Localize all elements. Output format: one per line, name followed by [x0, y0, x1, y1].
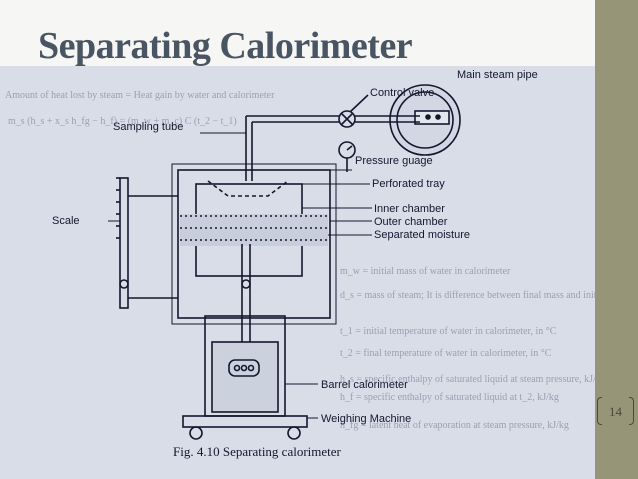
page-number: 14 [609, 404, 622, 419]
label-weighing-machine: Weighing Machine [321, 413, 411, 425]
label-barrel-calorimeter: Barrel calorimeter [321, 379, 408, 391]
control-valve-symbol [338, 94, 369, 128]
background-text: Amount of heat lost by steam = Heat gain… [5, 90, 595, 431]
label-scale: Scale [52, 215, 80, 227]
figure-caption: Fig. 4.10 Separating calorimeter [173, 444, 342, 459]
perforated-tray [207, 180, 289, 197]
label-pressure-gauge: Pressure guage [355, 155, 433, 167]
diagram-scan: Amount of heat lost by steam = Heat gain… [0, 66, 595, 479]
weighing-machine [182, 415, 308, 440]
label-outer-chamber: Outer chamber [374, 216, 448, 228]
bracket-right [629, 397, 634, 425]
sampling-tube [245, 115, 420, 181]
bg-text-line: t_2 = final temperature of water in calo… [340, 348, 552, 359]
barrel-calorimeter [204, 315, 286, 417]
leader-lines [108, 132, 372, 419]
calorimeter-diagram: Amount of heat lost by steam = Heat gain… [5, 69, 595, 459]
label-control-valve: Control valve [370, 87, 434, 99]
bg-text-line: m_w = initial mass of water in calorimet… [340, 266, 511, 277]
scale-gauge [116, 177, 178, 309]
separated-moisture [180, 214, 328, 246]
outer-chamber [171, 163, 337, 325]
label-sampling-tube: Sampling tube [113, 121, 183, 133]
page-number-badge: 14 [597, 397, 634, 425]
bg-text-line: h_fg = latent heat of evaporation at ste… [340, 420, 569, 431]
bg-text-line: d_s = mass of steam; It is difference be… [340, 290, 595, 301]
bg-text-line: Amount of heat lost by steam = Heat gain… [5, 90, 275, 101]
label-perforated-tray: Perforated tray [372, 178, 445, 190]
bg-text-line: h_s = specific enthalpy of saturated liq… [340, 374, 595, 385]
bracket-left [597, 397, 602, 425]
pressure-gauge-symbol [338, 141, 356, 172]
main-steam-pipe [389, 84, 461, 156]
label-inner-chamber: Inner chamber [374, 203, 445, 215]
slide-title: Separating Calorimeter [38, 25, 413, 67]
diagram-labels: Main steam pipe Control valve Sampling t… [52, 69, 538, 459]
bg-text-line: h_f = specific enthalpy of saturated liq… [340, 392, 559, 403]
bg-text-line: t_1 = initial temperature of water in ca… [340, 326, 557, 337]
bg-text-line: m_s (h_s + x_s h_fg − h_f) = (m_w + m_c)… [8, 116, 237, 127]
label-main-steam-pipe: Main steam pipe [457, 69, 538, 81]
label-separated-moisture: Separated moisture [374, 229, 470, 241]
